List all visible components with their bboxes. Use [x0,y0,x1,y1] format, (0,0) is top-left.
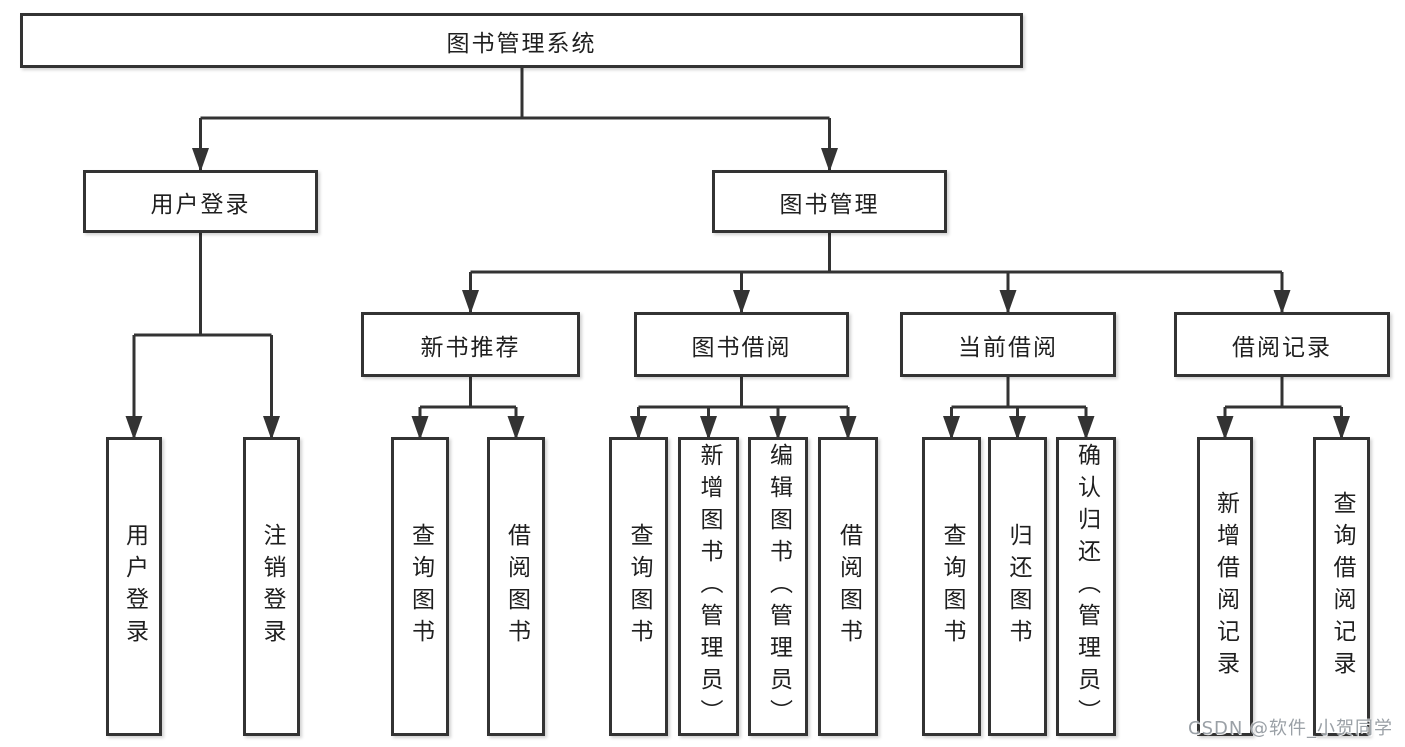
node-current-borrowing: 当前借阅 [900,312,1116,377]
leaf-nb-query-books: 查询图书 [391,437,449,736]
leaf-bb-borrow-books: 借阅图书 [818,437,878,736]
node-book-borrowing: 图书借阅 [634,312,849,377]
connector-book-management-sections [462,233,1291,314]
node-new-book-recommend: 新书推荐 [361,312,580,377]
node-root: 图书管理系统 [20,13,1023,68]
leaf-cb-query-books: 查询图书 [922,437,981,736]
leaf-logout: 注销登录 [243,437,300,736]
leaf-cb-return-book: 归还图书 [988,437,1047,736]
leaf-bb-add-book-admin: 新增图书（管理员） [678,437,739,736]
leaf-br-query-record: 查询借阅记录 [1313,437,1370,736]
leaf-bb-query-books: 查询图书 [609,437,668,736]
connector-book-borrowing-children [630,377,857,440]
leaf-br-add-record: 新增借阅记录 [1197,437,1253,736]
node-borrowing-records: 借阅记录 [1174,312,1390,377]
connector-root-to-level2 [192,68,838,172]
leaf-cb-confirm-return-admin: 确认归还（管理员） [1056,437,1116,736]
node-book-management: 图书管理 [712,170,947,233]
connector-borrowing-records-children [1216,377,1350,440]
watermark-text: CSDN @软件_小贺同学 [1188,718,1394,739]
leaf-bb-edit-book-admin: 编辑图书（管理员） [748,437,808,736]
leaf-user-login: 用户登录 [106,437,162,736]
leaf-nb-borrow-books: 借阅图书 [487,437,545,736]
connector-current-borrowing-children [943,377,1095,440]
connector-new-book-recommend-children [411,377,525,440]
connector-user-login-children [125,233,280,440]
node-user-login: 用户登录 [83,170,318,233]
